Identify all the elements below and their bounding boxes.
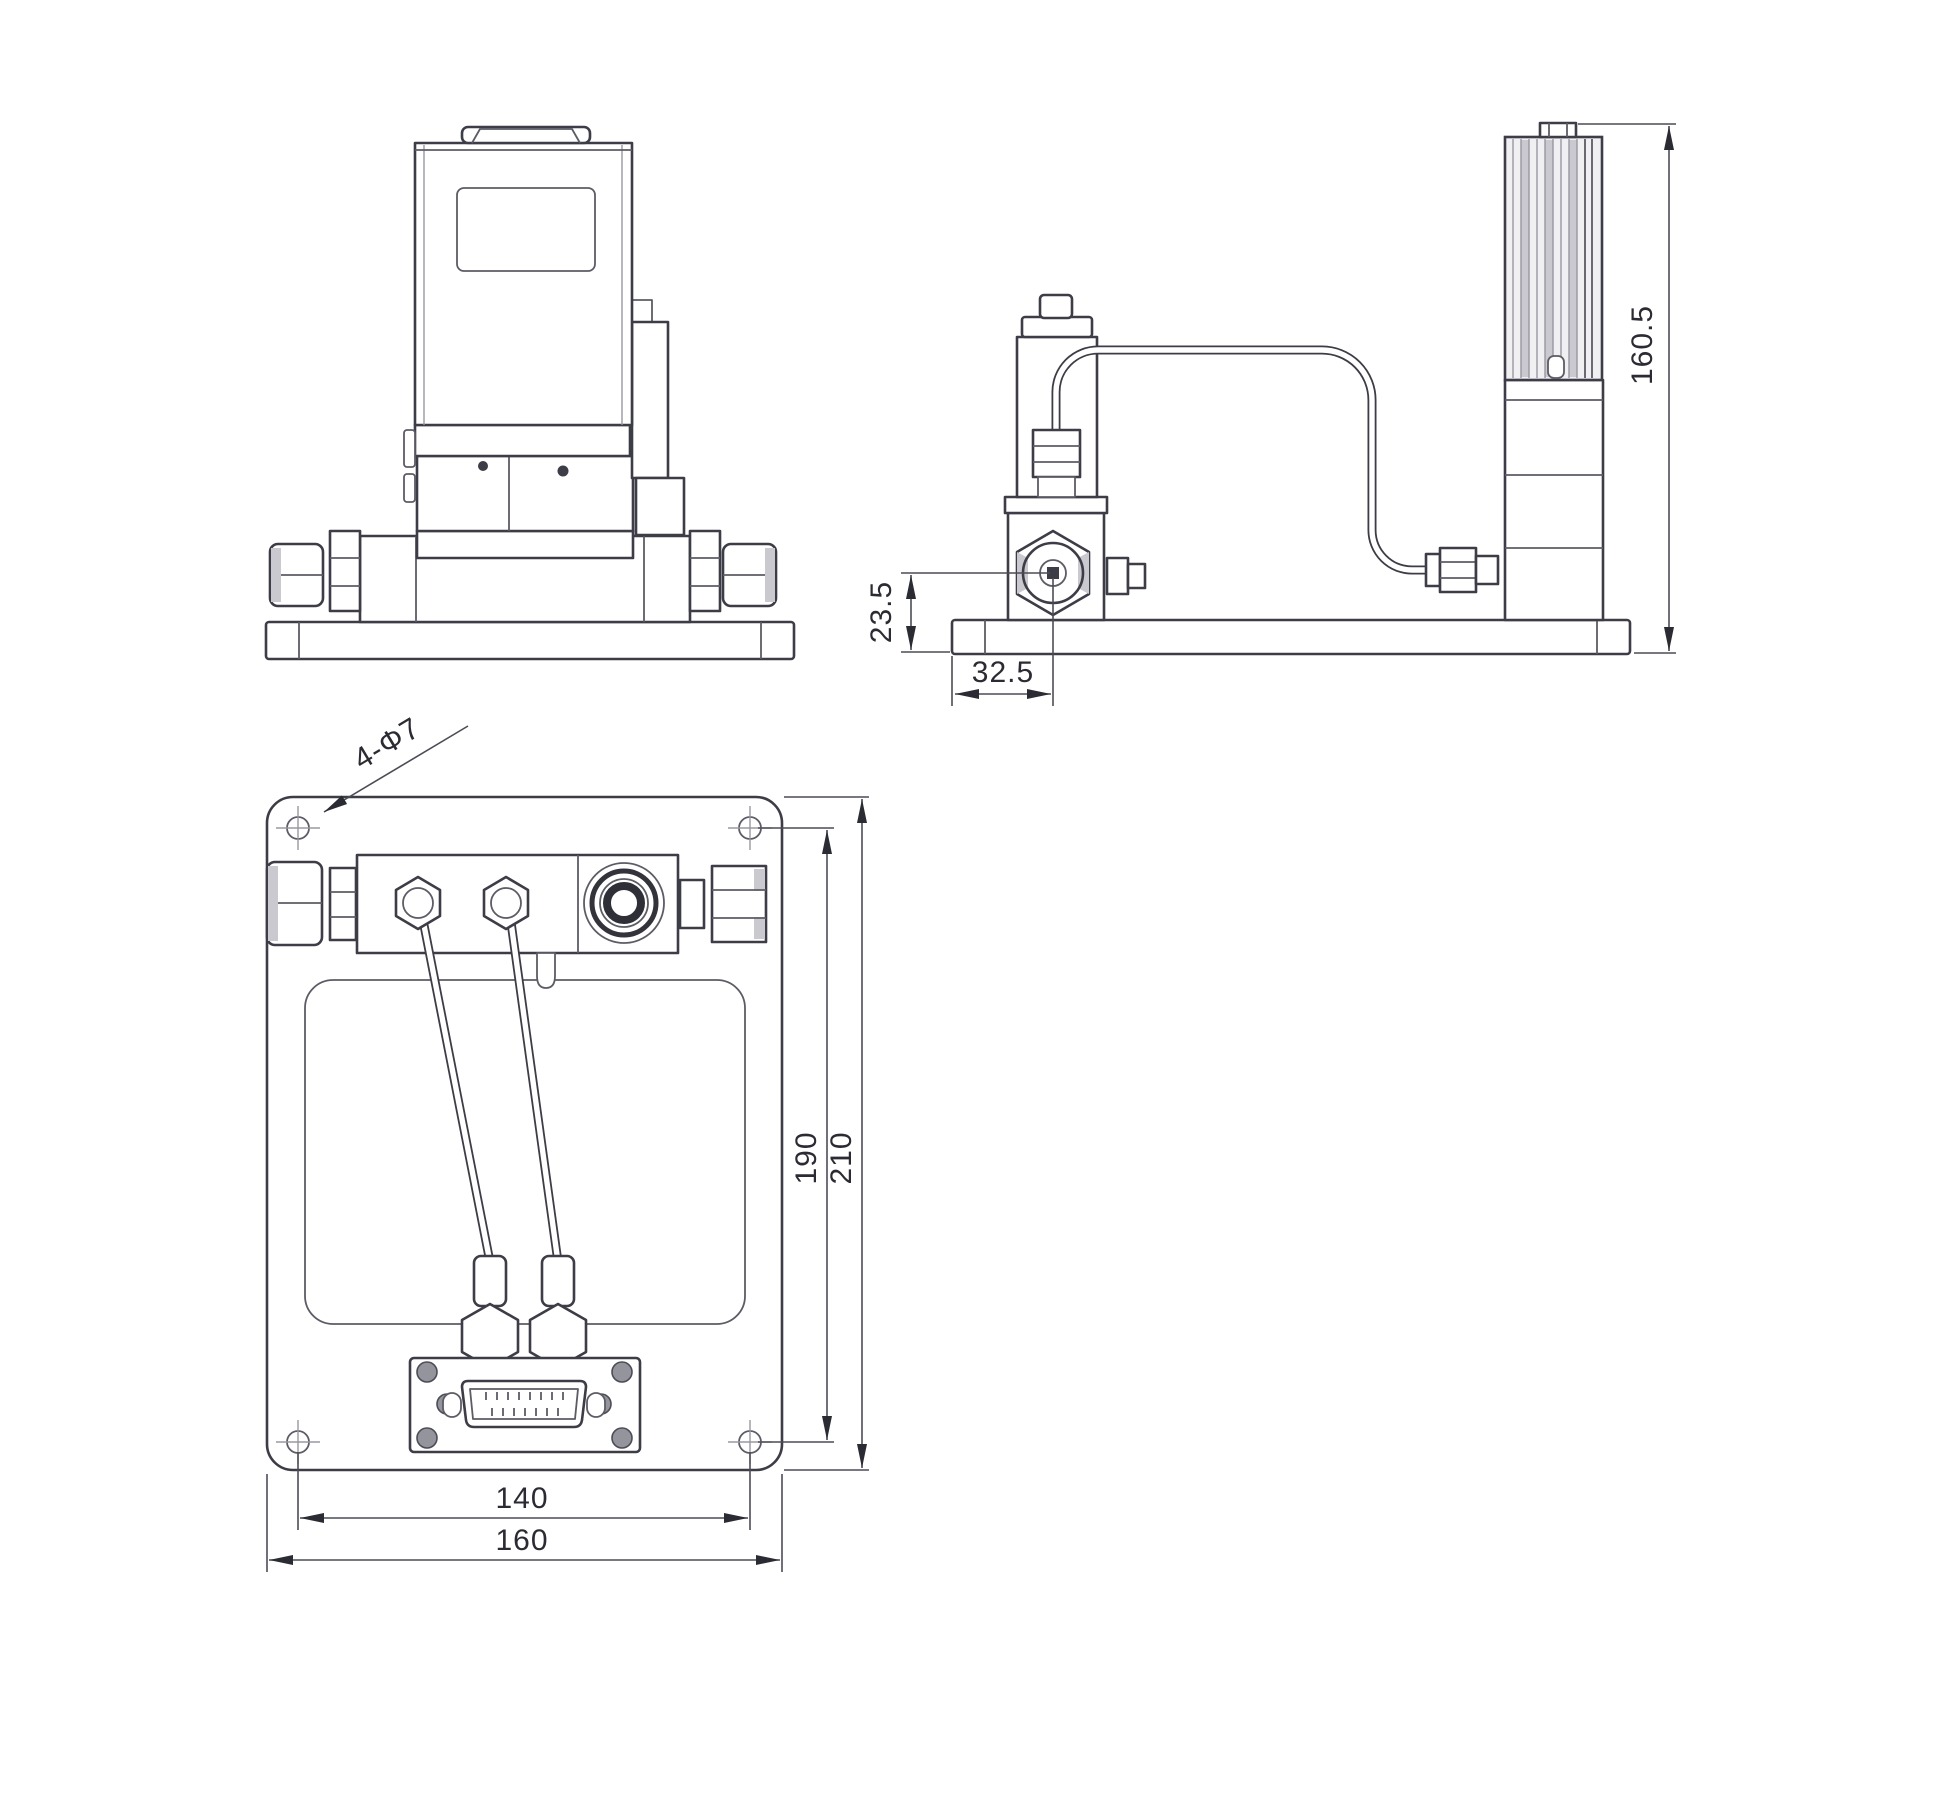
dim-label-plate-width: 160	[495, 1524, 548, 1557]
valve-side-stud	[1126, 562, 1147, 590]
plate-screw	[611, 1361, 633, 1383]
front-base-plate	[264, 620, 796, 661]
side-base-plate	[950, 618, 1632, 656]
front-valve-block	[415, 454, 635, 560]
dim-overall-height: 160.5	[1578, 123, 1676, 654]
mounting-plate	[265, 795, 784, 1472]
dim-plate-length: 210	[784, 796, 869, 1471]
dim-label-port-center-height: 23.5	[865, 581, 898, 643]
dim-label-mounting-holes: 4-Φ7	[348, 711, 426, 776]
bottom-inlet-fitting	[265, 860, 358, 947]
screw-dot	[478, 461, 488, 471]
front-electronics-body	[413, 141, 634, 427]
heatsink-column	[1503, 121, 1605, 622]
side-control-valve	[1003, 293, 1426, 622]
valve-port-connector	[583, 862, 665, 944]
dim-port-center-height: 23.5	[865, 572, 1050, 653]
heatsink-top-tab	[1538, 121, 1578, 139]
tube-end-fitting	[1424, 546, 1500, 594]
dsub-connector	[442, 1379, 606, 1429]
screw-dot	[557, 465, 569, 477]
plate-screw	[611, 1427, 633, 1449]
front-side-connector	[630, 299, 686, 537]
bypass-tube	[1051, 345, 1426, 575]
dim-label-overall-height: 160.5	[1626, 305, 1659, 385]
capillary-tube	[417, 914, 563, 1263]
bottom-outlet-fitting	[678, 864, 768, 944]
front-inlet-fitting	[268, 529, 362, 613]
dim-hole-spacing-vertical: 190	[758, 827, 834, 1443]
dim-label-hole-spacing-vertical: 190	[790, 1131, 823, 1184]
connector-plate	[408, 1356, 642, 1454]
dim-label-port-center-offset: 32.5	[972, 656, 1034, 689]
side-view	[950, 121, 1632, 656]
dim-plate-width: 160	[266, 1474, 783, 1572]
front-flange	[403, 423, 632, 503]
tube-coupler	[460, 1254, 588, 1370]
display-window	[456, 187, 596, 272]
manifold-tab	[536, 952, 556, 989]
front-outlet-fitting	[688, 529, 778, 613]
front-view	[264, 125, 796, 661]
front-top-cap	[460, 125, 592, 145]
bottom-view	[265, 795, 784, 1472]
dim-label-hole-spacing-horizontal: 140	[495, 1482, 548, 1515]
plate-screw	[416, 1427, 438, 1449]
heatsink-fins	[1503, 135, 1604, 382]
valve-mid-fitting	[1031, 428, 1082, 479]
corner-hole	[276, 806, 320, 850]
plate-screw	[416, 1361, 438, 1383]
manifold-port	[394, 875, 530, 931]
dim-hole-spacing-horizontal: 140	[297, 1452, 751, 1530]
dim-label-plate-length: 210	[825, 1131, 858, 1184]
dim-port-center-offset: 32.5	[951, 578, 1054, 706]
valve-side-stud	[1105, 556, 1130, 596]
plate-recess	[304, 979, 746, 1325]
